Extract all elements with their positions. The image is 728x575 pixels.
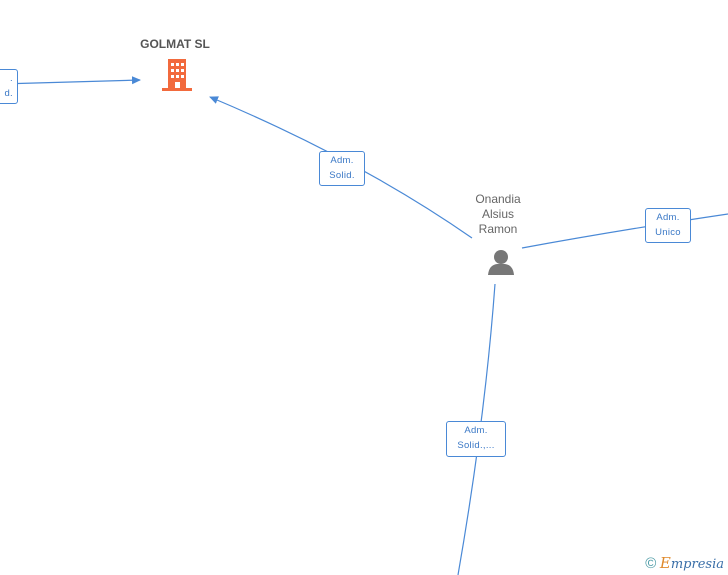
person-name-line-3: Ramon	[478, 222, 518, 236]
relation-left-line2: d.	[4, 88, 13, 99]
edge-person-to-right	[521, 213, 728, 249]
brand-logo-initial: E	[659, 554, 671, 572]
relation-bottom-line1: Adm.	[464, 425, 488, 436]
relation-badge-right[interactable]: Adm. Unico	[645, 208, 691, 243]
relation-right-line2: Unico	[655, 227, 681, 238]
person-name-line-2: Alsius	[481, 207, 514, 221]
relation-right-line1: Adm.	[656, 212, 680, 223]
person-name-line-1: Onandia	[475, 192, 521, 206]
relation-company-link-line1: Adm.	[330, 155, 354, 166]
person-icon[interactable]	[486, 248, 516, 276]
building-icon[interactable]	[162, 57, 192, 92]
company-name[interactable]: GOLMAT SL	[140, 37, 210, 51]
brand-name: mpresia	[670, 557, 724, 572]
relation-badge-company-link[interactable]: Adm. Solid.	[319, 151, 365, 186]
edge-left-to-company	[0, 76, 141, 85]
relation-badge-left[interactable]: . d.	[0, 69, 18, 104]
relation-bottom-line2: Solid.,...	[457, 440, 495, 451]
brand-watermark: © Empresia	[645, 554, 724, 572]
relation-left-line1: .	[10, 73, 13, 84]
person-name[interactable]: Onandia Alsius Ramon	[448, 192, 548, 237]
relation-company-link-line2: Solid.	[329, 170, 355, 181]
relation-badge-bottom[interactable]: Adm. Solid.,...	[446, 421, 506, 457]
copyright-symbol: ©	[645, 555, 657, 572]
